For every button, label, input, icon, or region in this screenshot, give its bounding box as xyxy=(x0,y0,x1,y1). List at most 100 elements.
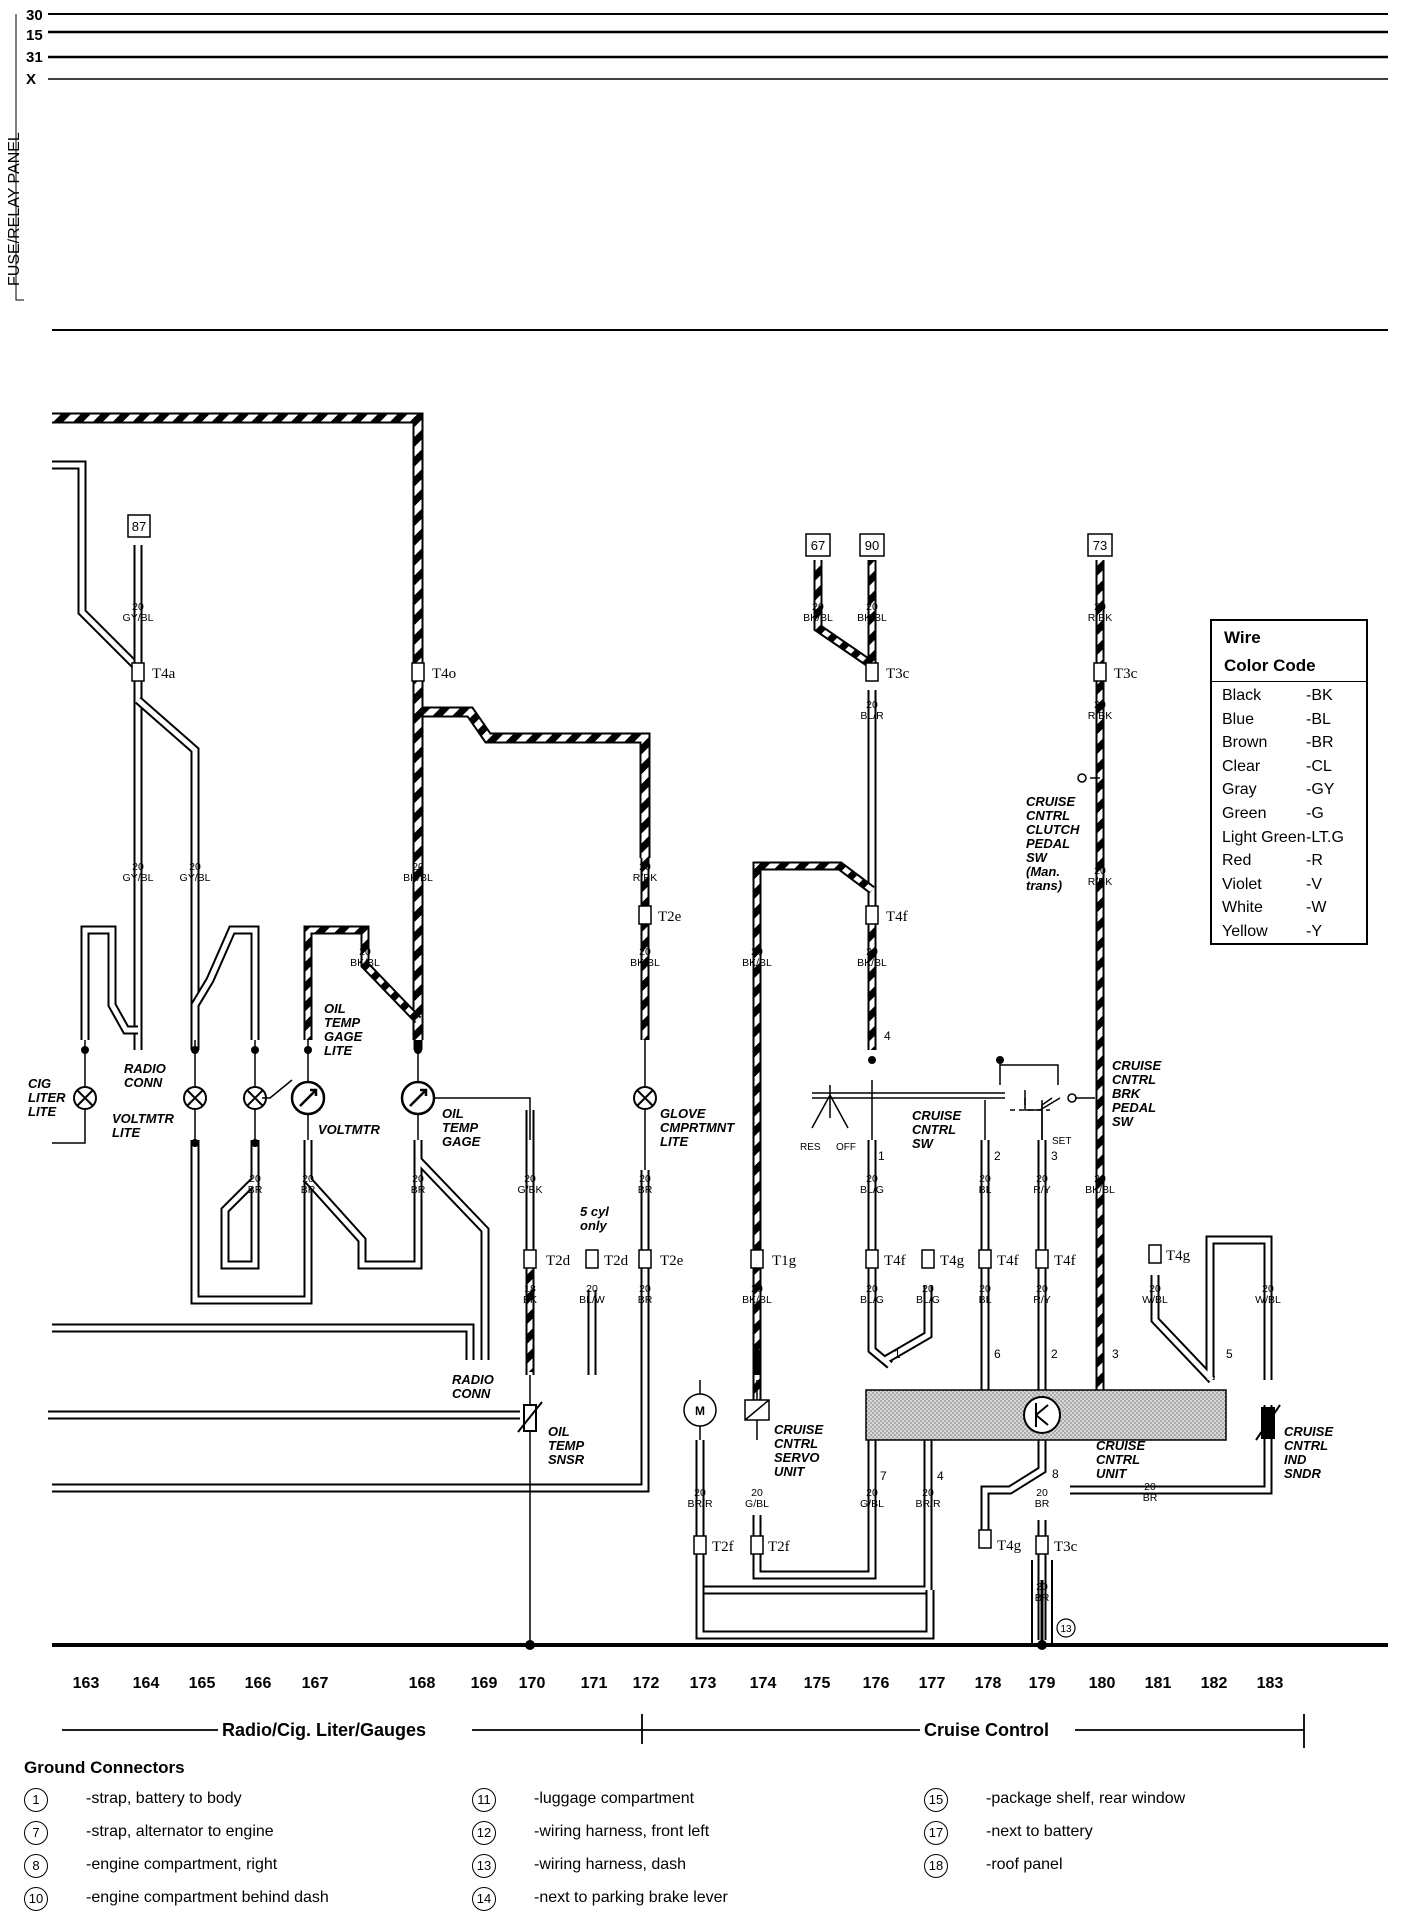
svg-text:8: 8 xyxy=(1052,1467,1059,1481)
ground-number-circle: 10 xyxy=(24,1887,48,1911)
column-number-164: 164 xyxy=(133,1675,160,1692)
ground-description: -roof panel xyxy=(986,1856,1063,1873)
connector-t3c-2: T3c xyxy=(1114,666,1138,682)
column-number-175: 175 xyxy=(804,1675,831,1692)
gauge-oil-temp xyxy=(400,1080,436,1116)
color-name: White xyxy=(1222,899,1263,917)
connector-t4f-4: T4f xyxy=(1054,1253,1076,1269)
bus-label-31: 31 xyxy=(26,49,43,66)
ground-description: -package shelf, rear window xyxy=(986,1790,1186,1807)
connector-t4g-1: T4g xyxy=(940,1253,965,1269)
color-name: Red xyxy=(1222,852,1252,870)
color-code-row: Black-BK xyxy=(1212,684,1366,708)
column-number-165: 165 xyxy=(189,1675,216,1692)
terminal-90: 90 xyxy=(865,538,879,553)
label-set: SET xyxy=(1052,1136,1071,1147)
color-name: Blue xyxy=(1222,710,1255,728)
color-code-row: Yellow-Y xyxy=(1212,920,1366,944)
color-abbrev: -W xyxy=(1306,899,1327,917)
ground-number-circle: 17 xyxy=(924,1821,948,1845)
bus-lines xyxy=(15,13,1388,331)
servo-unit xyxy=(683,1380,770,1440)
svg-text:5: 5 xyxy=(1226,1347,1233,1361)
color-code-title-2: Color Code xyxy=(1212,649,1366,682)
lamp-voltmtr-1 xyxy=(183,1086,207,1110)
column-number-167: 167 xyxy=(302,1675,329,1692)
lamps xyxy=(73,1086,657,1110)
color-code-row: White -W xyxy=(1212,896,1366,920)
column-number-183: 183 xyxy=(1257,1675,1284,1692)
terminal-boxes: 87 67 90 73 xyxy=(127,514,1113,557)
label-voltmtr: VOLTMTR xyxy=(318,1122,380,1137)
color-name: Brown xyxy=(1222,734,1268,752)
splice-dots xyxy=(81,1046,1004,1147)
connector-t2f-2: T2f xyxy=(768,1539,790,1555)
connector-t2d-1: T2d xyxy=(546,1253,571,1269)
color-code-row: Green-G xyxy=(1212,802,1366,826)
svg-text:1: 1 xyxy=(878,1149,885,1163)
section-left-label: Radio/Cig. Liter/Gauges xyxy=(222,1720,426,1740)
column-number-181: 181 xyxy=(1145,1675,1172,1692)
column-number-178: 178 xyxy=(975,1675,1002,1692)
connector-t3c-1: T3c xyxy=(886,666,910,682)
svg-text:6: 6 xyxy=(994,1347,1001,1361)
connector-t3c-3: T3c xyxy=(1054,1539,1078,1555)
column-number-168: 168 xyxy=(409,1675,436,1692)
column-number-182: 182 xyxy=(1201,1675,1228,1692)
color-code-row: Brown-BR xyxy=(1212,731,1366,755)
gauge-voltmtr xyxy=(290,1080,326,1116)
label-off: OFF xyxy=(836,1142,856,1153)
terminal-87: 87 xyxy=(132,519,146,534)
connector-t2e-1: T2e xyxy=(658,909,682,925)
color-abbrev: -Y xyxy=(1306,922,1322,940)
ground-number-circle: 15 xyxy=(924,1788,948,1812)
ground-description: -next to battery xyxy=(986,1823,1093,1840)
color-code-row: Light Green-LT.G xyxy=(1212,826,1366,850)
ground-description: -wiring harness, dash xyxy=(534,1856,687,1873)
svg-text:2: 2 xyxy=(1051,1347,1058,1361)
section-right-label: Cruise Control xyxy=(924,1720,1049,1740)
svg-text:3: 3 xyxy=(1051,1149,1058,1163)
svg-text:4: 4 xyxy=(937,1469,944,1483)
ground-description: -strap, battery to body xyxy=(86,1790,242,1807)
sensors xyxy=(517,1401,1281,1441)
color-name: Gray xyxy=(1222,781,1257,799)
ground-number-circle: 8 xyxy=(24,1854,48,1878)
connector-t1g: T1g xyxy=(772,1253,797,1269)
column-number-174: 174 xyxy=(750,1675,777,1692)
connector-t4g-2: T4g xyxy=(1166,1248,1191,1264)
color-abbrev: -BL xyxy=(1306,710,1331,728)
